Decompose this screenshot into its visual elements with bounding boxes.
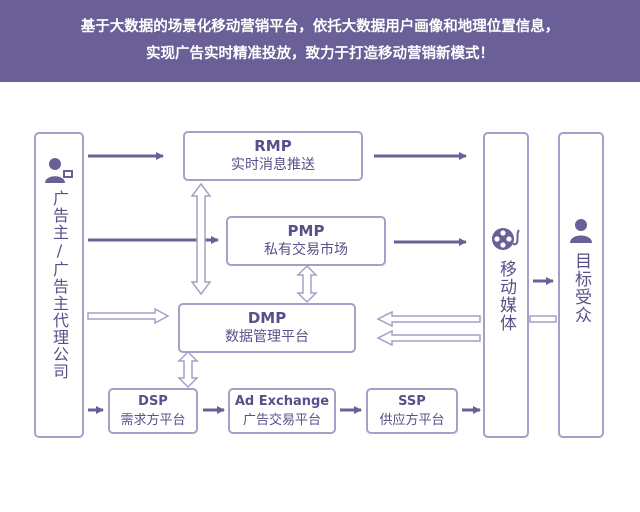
film-reel-icon: [492, 228, 520, 250]
hollow-arrow-media-to-dmp-1: [376, 310, 481, 328]
pmp-subtitle: 私有交易市场: [264, 242, 348, 258]
media-label: 移动媒体: [496, 260, 516, 332]
hollow-arrow-media-to-dmp-2: [376, 329, 481, 347]
audience-box: 目标受众: [558, 132, 604, 438]
adx-subtitle: 广告交易平台: [242, 413, 321, 428]
rmp-subtitle: 实时消息推送: [231, 157, 315, 173]
hollow-arrow-pmp-dmp: [296, 264, 318, 304]
adx-box: Ad Exchange 广告交易平台: [228, 388, 336, 434]
intro-banner: 基于大数据的场景化移动营销平台，依托大数据用户画像和地理位置信息， 实现广告实时…: [0, 0, 640, 82]
pmp-box: PMP 私有交易市场: [226, 216, 386, 266]
dmp-box: DMP 数据管理平台: [178, 303, 356, 353]
ssp-title: SSP: [398, 394, 426, 409]
person-icon: [570, 219, 592, 243]
rmp-title: RMP: [254, 137, 292, 155]
rmp-box: RMP 实时消息推送: [183, 131, 363, 181]
media-box: 移动媒体: [483, 132, 529, 438]
dmp-subtitle: 数据管理平台: [225, 329, 309, 345]
banner-line-1: 基于大数据的场景化移动营销平台，依托大数据用户画像和地理位置信息，: [80, 19, 560, 35]
adx-title: Ad Exchange: [234, 394, 330, 409]
pmp-title: PMP: [287, 222, 325, 240]
hollow-arrow-dmp-dsp: [177, 350, 199, 389]
ssp-box: SSP 供应方平台: [366, 388, 458, 434]
hollow-arrow-rmp-dmp: [190, 182, 212, 296]
advertiser-person-icon: [45, 158, 73, 183]
audience-label: 目标受众: [571, 252, 591, 324]
advertiser-label: 广告主/广告主代理公司: [50, 190, 69, 380]
advertiser-box: 广告主/广告主代理公司: [34, 132, 84, 438]
ssp-subtitle: 供应方平台: [379, 413, 445, 428]
dsp-subtitle: 需求方平台: [120, 413, 186, 428]
dsp-title: DSP: [138, 394, 168, 409]
dmp-title: DMP: [247, 309, 287, 327]
banner-line-2: 实现广告实时精准投放，致力于打造移动营销新模式！: [146, 46, 494, 62]
dsp-box: DSP 需求方平台: [108, 388, 198, 434]
hollow-link-audience-media: [529, 315, 557, 323]
hollow-arrow-advertiser-to-dmp: [87, 307, 170, 325]
